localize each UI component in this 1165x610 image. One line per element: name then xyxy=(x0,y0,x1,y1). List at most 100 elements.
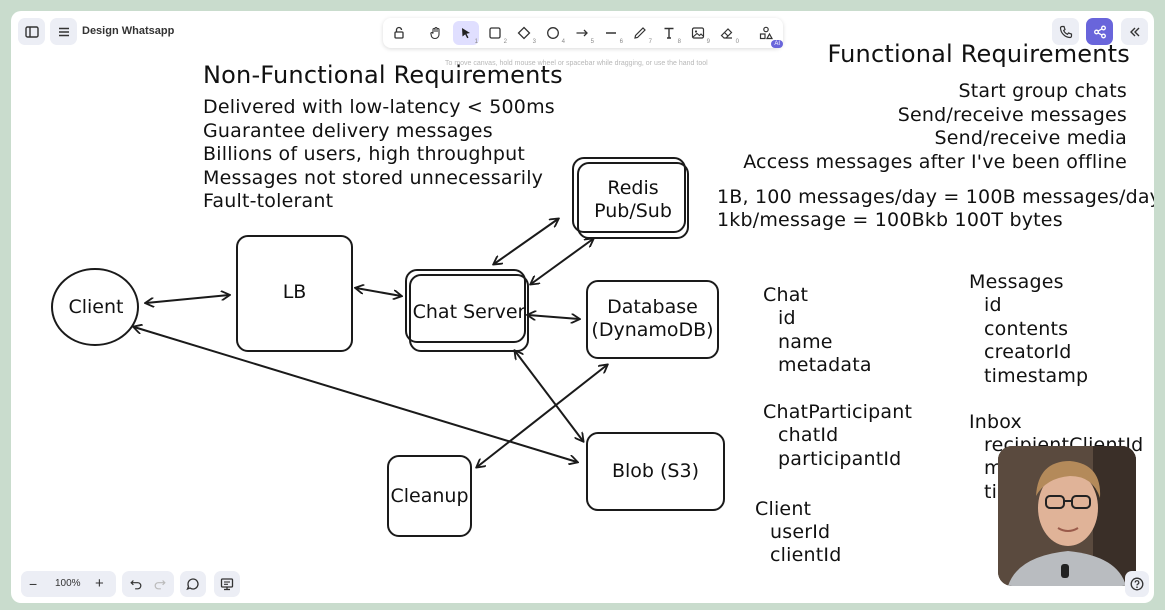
nonfunctional-item: Fault-tolerant xyxy=(203,190,334,212)
chevrons-left-icon xyxy=(1129,27,1139,36)
entity-messages-title: Messages xyxy=(969,271,1064,293)
entity-field: timestamp xyxy=(984,365,1089,387)
nonfunctional-item: Guarantee delivery messages xyxy=(203,120,493,142)
image-tool[interactable]: 9 xyxy=(685,21,711,45)
estimate-line: 1B, 100 messages/day = 100B messages/day xyxy=(717,186,1154,208)
entity-field: id xyxy=(778,307,796,329)
entity-field: id xyxy=(984,294,1002,316)
zoom-level[interactable]: 100% xyxy=(55,578,81,589)
menu-button[interactable] xyxy=(50,18,77,45)
help-button[interactable] xyxy=(1125,571,1149,597)
webcam-overlay xyxy=(998,446,1136,586)
pencil-icon xyxy=(634,27,646,39)
ai-badge: AI xyxy=(771,40,783,48)
entity-field: clientId xyxy=(770,544,842,566)
functional-item: Start group chats xyxy=(958,80,1127,102)
redo-icon[interactable] xyxy=(153,577,167,591)
blob-node[interactable] xyxy=(586,432,725,511)
database-node[interactable] xyxy=(586,280,719,359)
share-icon xyxy=(1093,25,1106,38)
nonfunctional-item: Billions of users, high throughput xyxy=(203,143,525,165)
zoom-in-button[interactable]: + xyxy=(95,575,104,592)
chat-server-node-label: Chat Server xyxy=(412,301,526,323)
entity-field: metadata xyxy=(778,354,872,376)
text-tool[interactable]: 8 xyxy=(656,21,682,45)
entity-chat-title: Chat xyxy=(763,284,809,306)
whiteboard-canvas[interactable]: Design Whatsapp 1 2 3 4 5 xyxy=(11,11,1154,603)
blob-node-label: Blob (S3) xyxy=(611,460,699,482)
arrow-icon xyxy=(576,29,588,37)
eraser-tool[interactable]: 0 xyxy=(714,21,740,45)
rectangle-icon xyxy=(489,27,501,39)
undo-redo-controls xyxy=(122,571,174,597)
redis-node[interactable] xyxy=(577,162,689,239)
zoom-controls: − 100% + xyxy=(21,571,116,597)
image-icon xyxy=(691,27,705,39)
nonfunctional-title: Non-Functional Requirements xyxy=(203,61,563,89)
functional-title: Functional Requirements xyxy=(827,40,1130,68)
line-icon xyxy=(606,32,616,34)
cleanup-node[interactable] xyxy=(387,455,472,537)
client-node-label: Client xyxy=(68,296,124,318)
presenter-video-icon xyxy=(998,446,1136,586)
cursor-icon xyxy=(462,28,470,39)
ellipse-icon xyxy=(547,27,559,39)
call-button[interactable] xyxy=(1052,18,1079,45)
lb-node-label: LB xyxy=(282,281,307,303)
presentation-icon xyxy=(220,578,234,591)
database-node-label-line2: (DynamoDB) xyxy=(591,319,714,341)
collapse-panel-button[interactable] xyxy=(1121,18,1148,45)
entity-field: chatId xyxy=(778,424,839,446)
shortcut-label: 8 xyxy=(677,39,681,45)
hand-tool[interactable] xyxy=(423,21,449,45)
ellipse-tool[interactable]: 4 xyxy=(540,21,566,45)
shortcut-label: 0 xyxy=(735,39,739,45)
selection-tool[interactable]: 1 xyxy=(453,21,479,45)
shortcut-label: 1 xyxy=(474,39,478,45)
sidebar-toggle-button[interactable] xyxy=(18,18,45,45)
phone-icon xyxy=(1059,25,1072,38)
entity-field: name xyxy=(778,331,833,353)
lb-node[interactable] xyxy=(236,235,353,352)
pencil-tool[interactable]: 7 xyxy=(627,21,653,45)
client-node-shape xyxy=(51,268,139,346)
comment-button[interactable] xyxy=(180,571,206,597)
shortcut-label: 7 xyxy=(648,39,652,45)
diamond-tool[interactable]: 3 xyxy=(511,21,537,45)
nonfunctional-item: Messages not stored unnecessarily xyxy=(203,167,544,189)
canvas-hint: To move canvas, hold mouse wheel or spac… xyxy=(445,60,708,67)
eraser-icon xyxy=(720,28,733,39)
share-button[interactable] xyxy=(1086,18,1113,45)
chat-server-node-back xyxy=(405,269,526,343)
diagram-connectors xyxy=(51,11,1154,603)
shortcut-label: 2 xyxy=(503,39,507,45)
nonfunctional-item: Delivered with low-latency < 500ms xyxy=(203,96,555,118)
diamond-icon xyxy=(517,26,531,40)
shortcut-label: 9 xyxy=(706,39,710,45)
text-icon xyxy=(664,27,674,39)
zoom-out-button[interactable]: − xyxy=(29,576,38,592)
shortcut-label: 4 xyxy=(561,39,565,45)
rectangle-tool[interactable]: 2 xyxy=(482,21,508,45)
database-node-label-line1: Database xyxy=(607,296,698,318)
document-title[interactable]: Design Whatsapp xyxy=(82,25,175,37)
present-button[interactable] xyxy=(214,571,240,597)
more-tools-button[interactable]: AI xyxy=(753,21,783,48)
arrow-tool[interactable]: 5 xyxy=(569,21,595,45)
entity-field: userId xyxy=(770,521,831,543)
redis-node-label-line2: Pub/Sub xyxy=(594,200,672,222)
shapes-icon xyxy=(759,26,774,40)
lock-tool[interactable] xyxy=(386,21,412,45)
cleanup-node-label: Cleanup xyxy=(390,485,469,507)
hamburger-icon xyxy=(58,27,69,36)
shortcut-label: 5 xyxy=(590,39,594,45)
shortcut-label: 6 xyxy=(619,39,623,45)
hand-icon xyxy=(430,26,440,40)
entity-field: participantId xyxy=(778,448,902,470)
chat-server-node[interactable] xyxy=(409,274,529,352)
entity-field: contents xyxy=(984,318,1069,340)
line-tool[interactable]: 6 xyxy=(598,21,624,45)
undo-icon[interactable] xyxy=(129,577,143,591)
redis-node-label-line1: Redis xyxy=(607,177,659,199)
entity-client-title: Client xyxy=(755,498,812,520)
